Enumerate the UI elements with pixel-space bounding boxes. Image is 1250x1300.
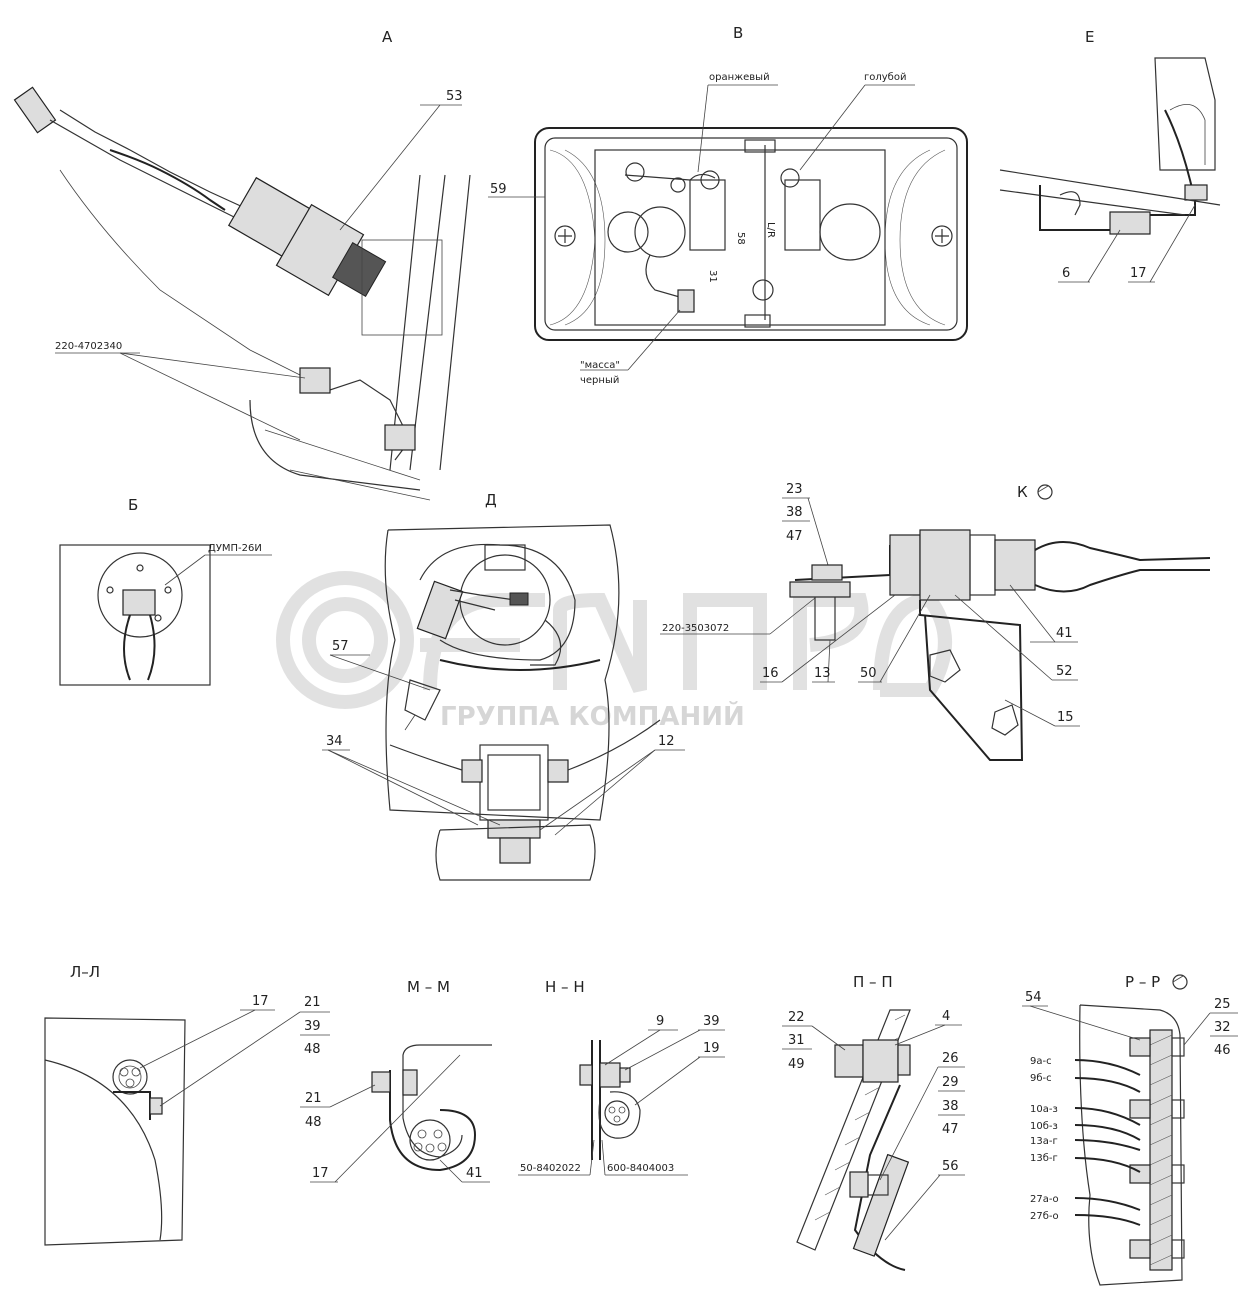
label-ll-17: 17	[252, 994, 269, 1009]
wire-black-label: черный	[580, 375, 619, 386]
label-41: 41	[1056, 626, 1073, 641]
wire-10b-z: 10б-з	[1030, 1121, 1058, 1132]
label-pp-56: 56	[942, 1159, 959, 1174]
label-47: 47	[786, 529, 803, 544]
view-title-k: К	[1017, 483, 1028, 501]
view-title-pp: П – П	[853, 973, 893, 991]
view-e: Е 6 17	[999, 28, 1221, 283]
label-rr-46: 46	[1214, 1043, 1231, 1058]
wire-27b-o: 27б-о	[1030, 1211, 1059, 1222]
view-title-ll: Л–Л	[70, 963, 100, 981]
view-b: Б ДУМП-26И	[59, 496, 272, 686]
label-15: 15	[1057, 710, 1074, 725]
label-50: 50	[860, 666, 877, 681]
label-16: 16	[762, 666, 779, 681]
label-34: 34	[326, 734, 343, 749]
section-nn: Н – Н 9 39 19 50-8402022 600-8404003	[518, 978, 725, 1176]
label-e-6: 6	[1062, 266, 1070, 281]
label-pp-31: 31	[788, 1033, 805, 1048]
view-title-v: В	[733, 24, 743, 42]
label-nn-39: 39	[703, 1014, 720, 1029]
label-13: 13	[814, 666, 831, 681]
label-mm-41: 41	[466, 1166, 483, 1181]
terminal-lr: L/R	[765, 222, 776, 238]
wire-27a-o: 27а-о	[1030, 1194, 1059, 1205]
watermark-subtitle: ГРУППА КОМПАНИЙ	[440, 700, 745, 732]
view-v: В 58 L/R 31 59 оранжевый голубой	[488, 24, 968, 386]
label-38: 38	[786, 505, 803, 520]
label-ll-21: 21	[304, 995, 321, 1010]
label-rr-32: 32	[1214, 1020, 1231, 1035]
label-50-8402022: 50-8402022	[520, 1163, 581, 1174]
terminal-58: 58	[735, 232, 746, 245]
label-pp-4: 4	[942, 1009, 950, 1024]
wire-orange-label: оранжевый	[709, 72, 770, 83]
label-220-3503072: 220-3503072	[662, 623, 729, 634]
label-59: 59	[490, 182, 507, 197]
view-k: К 23 38 47 220-3503072 16 13 50 4	[660, 482, 1211, 761]
watermark-logo: ГРУППА КОМПАНИЙ	[276, 571, 952, 732]
label-pp-22: 22	[788, 1010, 805, 1025]
terminal-31: 31	[707, 270, 718, 283]
wire-13b-g: 13б-г	[1030, 1153, 1058, 1164]
wire-9b-c: 9б-с	[1030, 1073, 1052, 1084]
label-pp-26: 26	[942, 1051, 959, 1066]
label-52: 52	[1056, 664, 1073, 679]
label-nn-19: 19	[703, 1041, 720, 1056]
wire-blue-label: голубой	[864, 72, 906, 83]
view-title-a: А	[382, 28, 393, 46]
view-title-mm: М – М	[407, 978, 450, 996]
label-rr-54: 54	[1025, 990, 1042, 1005]
section-pp: П – П 22 31 49 4 26 29 38 47 56	[782, 973, 965, 1271]
view-title-d: Д	[485, 491, 497, 509]
label-57: 57	[332, 639, 349, 654]
section-mm: М – М 21 48 17 41	[300, 978, 492, 1183]
label-pp-29: 29	[942, 1075, 959, 1090]
label-nn-9: 9	[656, 1014, 664, 1029]
view-title-b: Б	[128, 496, 138, 514]
view-a: А 53 220-4702340	[13, 28, 471, 501]
ground-mass-label: "масса"	[580, 360, 620, 371]
label-ll-39: 39	[304, 1019, 321, 1034]
label-rr-25: 25	[1214, 997, 1231, 1012]
label-23: 23	[786, 482, 803, 497]
label-600-8404003: 600-8404003	[607, 1163, 674, 1174]
wire-10a-z: 10а-з	[1030, 1104, 1058, 1115]
label-e-17: 17	[1130, 266, 1147, 281]
section-ll: Л–Л 17 21 39 48	[44, 963, 330, 1246]
label-ll-48: 48	[304, 1042, 321, 1057]
view-title-rr: Р – Р	[1125, 973, 1160, 991]
label-mm-17: 17	[312, 1166, 329, 1181]
label-220-4702340: 220-4702340	[55, 341, 122, 352]
label-pp-49: 49	[788, 1057, 805, 1072]
label-mm-21: 21	[305, 1091, 322, 1106]
section-rr: Р – Р 9а-с 9б-с 10а-з 10б-з 13а-г 13б-г …	[1022, 973, 1238, 1286]
label-mm-48: 48	[305, 1115, 322, 1130]
label-53: 53	[446, 89, 463, 104]
label-pp-47: 47	[942, 1122, 959, 1137]
label-pp-38: 38	[942, 1099, 959, 1114]
view-d: Д 57 34 12	[322, 491, 685, 881]
view-title-e: Е	[1085, 28, 1094, 46]
label-12: 12	[658, 734, 675, 749]
wire-13a-g: 13а-г	[1030, 1136, 1058, 1147]
wire-9a-c: 9а-с	[1030, 1056, 1052, 1067]
view-title-nn: Н – Н	[545, 978, 585, 996]
label-dump-26i: ДУМП-26И	[208, 543, 262, 554]
